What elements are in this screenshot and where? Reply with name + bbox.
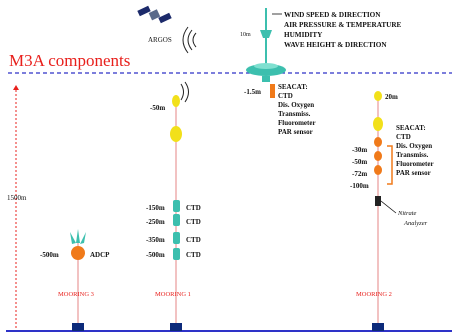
nitrate-label: Nitrate [397,210,417,217]
buoy-sensor-line: WIND SPEED & DIRECTION [284,11,381,19]
mooring1-surface-float [172,95,180,107]
mast-sensor [260,30,272,38]
mooring2-depth: -72m [352,170,367,178]
mooring3-depth: -500m [40,251,59,259]
mooring1-radio-icon [180,81,189,103]
mooring2-depth: -30m [352,146,367,154]
depth-scale-label: 1500m [7,194,27,202]
buoy-sensor-line: AIR PRESSURE & TEMPERATURE [284,21,402,29]
page-title: M3A components [9,51,130,70]
mooring1-instrument-label: CTD [186,218,201,226]
mooring2-top-float [374,91,382,101]
mooring2-seacat [374,137,382,147]
mast-depth-label: 10m [240,32,251,38]
mooring1-ctd [173,200,180,212]
mooring2-instruments [374,137,382,175]
surface-sensor-line: CTD [278,92,293,100]
mooring1-instrument-depth: -250m [146,218,165,226]
mooring2-sensor-line: SEACAT: [396,124,426,132]
surface-depth-label: -1.5m [244,88,261,96]
adcp-transducer-icon [70,229,86,244]
mooring2-bracket [387,145,393,185]
nitrate-analyzer-instrument [375,196,381,206]
mooring2-sensor-line: CTD [396,133,411,141]
depth-scale-arrow-top [13,85,19,90]
surface-sensor-line: Fluorometer [278,119,316,127]
mooring2-seacat [374,165,382,175]
mooring1-ctd [173,232,180,244]
mooring2-float [373,117,383,131]
nitrate-leader-line [380,200,397,214]
mooring2-anchor [372,323,384,331]
mooring1-float [170,126,182,142]
surface-sensor-line: Transmiss. [278,110,311,118]
surface-seacat-instrument [270,84,275,98]
mooring1-instrument-label: CTD [186,204,201,212]
buoy-keel [262,76,270,82]
mooring1-instrument-depth: -500m [146,251,165,259]
mooring1-instruments [173,200,180,260]
mooring1-ctd [173,248,180,260]
mooring3-instrument-label: ADCP [90,251,110,259]
nitrate-label: Analyzer [403,220,428,227]
mooring3-name: MOORING 3 [58,291,94,298]
mooring1-instrument-depth: -350m [146,236,165,244]
mooring2-depth: -100m [350,182,369,190]
surface-sensor-line: Dis. Oxygen [278,101,314,109]
buoy-top [254,63,278,69]
mooring2-seacat [374,151,382,161]
mooring2-sensor-line: Fluorometer [396,160,434,168]
mooring2-name: MOORING 2 [356,291,392,298]
mooring2-depth: -50m [352,158,367,166]
mooring1-ctd [173,214,180,226]
buoy-sensor-line: HUMIDITY [284,31,323,39]
surface-sensor-line: PAR sensor [278,128,313,136]
surface-sensor-line: SEACAT: [278,83,308,91]
mooring2-sensor-line: Dis. Oxygen [396,142,432,150]
mooring3-anchor [72,323,84,331]
buoy-sensor-line: WAVE HEIGHT & DIRECTION [284,41,387,49]
radio-signal-icon [182,26,197,54]
adcp-instrument [71,246,85,260]
mooring1-instrument-label: CTD [186,236,201,244]
mooring1-instrument-depth: -150m [146,204,165,212]
argos-label: ARGOS [148,36,172,44]
mooring2-top-depth: 20m [385,93,398,101]
satellite-icon [137,5,172,24]
mooring1-upper-depth: -50m [150,104,165,112]
mooring1-anchor [170,323,182,331]
mooring1-name: MOORING 1 [155,291,191,298]
mooring1-instrument-label: CTD [186,251,201,259]
mooring2-sensor-line: PAR sensor [396,169,431,177]
mooring2-sensor-line: Transmiss. [396,151,429,159]
